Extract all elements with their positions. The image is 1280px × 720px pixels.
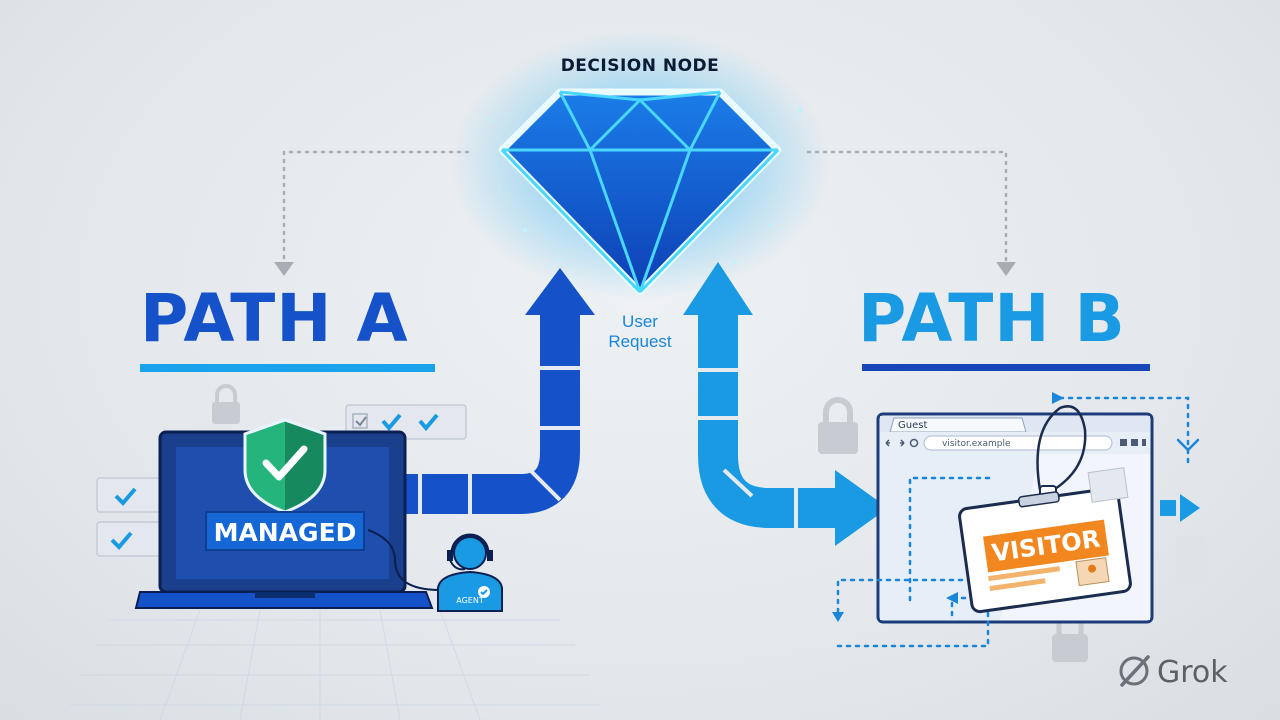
headset-agent-icon bbox=[437, 533, 503, 612]
brand-name: Grok bbox=[1157, 654, 1228, 690]
exit-block bbox=[1160, 500, 1176, 516]
path-b-flow-arrow bbox=[683, 262, 888, 546]
connector-left-dotted bbox=[282, 150, 470, 270]
diamond-gem-icon bbox=[498, 88, 782, 296]
lock-icon-b1 bbox=[818, 397, 858, 454]
grok-logo-icon bbox=[1119, 655, 1150, 687]
connector-left-arrowhead bbox=[274, 262, 294, 276]
floor-grid bbox=[70, 609, 600, 720]
faint-card bbox=[1176, 536, 1206, 582]
exit-arrowhead bbox=[1180, 494, 1200, 522]
path-b-underline bbox=[862, 364, 1150, 371]
cable-line bbox=[367, 529, 441, 591]
agent-badge-label: AGENT bbox=[456, 596, 484, 605]
stamp-icon bbox=[1087, 467, 1129, 503]
connector-right-arrowhead bbox=[996, 262, 1016, 276]
loop-arrowhead-2 bbox=[832, 612, 844, 622]
user-request-line2: Request bbox=[608, 332, 672, 351]
connector-right-dotted bbox=[806, 150, 1008, 270]
path-b-title: PATH B bbox=[858, 280, 1126, 357]
lanyard-cord bbox=[1036, 405, 1087, 494]
loop-arrowhead-1 bbox=[1052, 392, 1064, 404]
sparkles bbox=[488, 107, 803, 264]
loop-arrowhead-3 bbox=[946, 592, 958, 604]
path-a-flow-arrow bbox=[405, 268, 595, 514]
lock-icon bbox=[212, 384, 240, 424]
path-a-title: PATH A bbox=[140, 280, 409, 357]
browser-url-text: visitor.example bbox=[942, 439, 1011, 449]
brand-watermark: Grok bbox=[1115, 650, 1228, 694]
managed-label: MANAGED bbox=[205, 511, 365, 551]
browser-tab-label: Guest bbox=[898, 420, 928, 431]
user-request-label: User Request bbox=[580, 312, 700, 352]
path-a-underline bbox=[140, 364, 435, 372]
decision-node-title: DECISION NODE bbox=[560, 56, 720, 76]
user-request-line1: User bbox=[622, 312, 658, 331]
checkbox-list-icon bbox=[96, 477, 164, 557]
